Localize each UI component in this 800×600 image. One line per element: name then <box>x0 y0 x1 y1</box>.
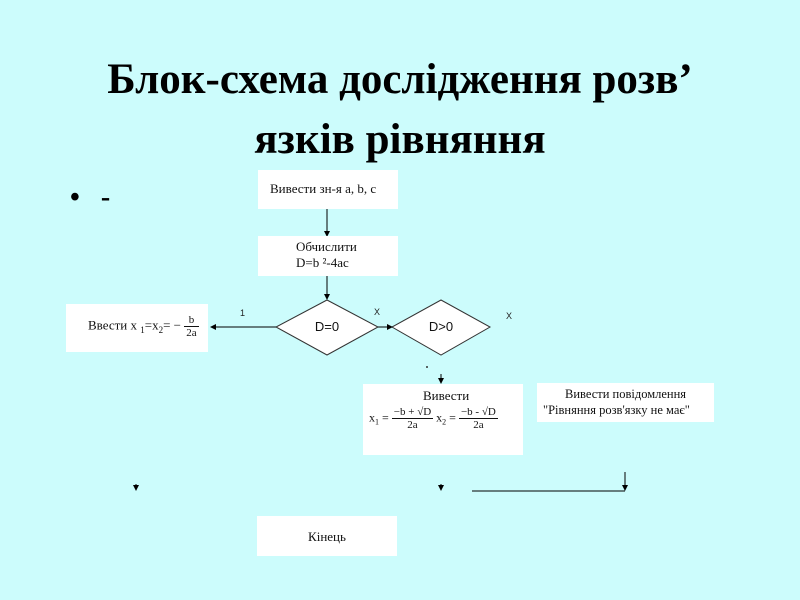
two-roots-formulas: x1 = −b + √D 2a x2 = −b - √D 2a <box>369 406 498 431</box>
decision-d-greater-0-label: D>0 <box>428 319 454 334</box>
no-roots-message-box: Вивести повідомлення "Рівняння розв'язку… <box>537 383 714 422</box>
two-roots-title: Вивести <box>423 388 470 403</box>
bullet-item: • - <box>70 183 110 213</box>
branch-label-yes: 1 <box>240 308 246 318</box>
x2-sub: 2 <box>442 417 447 427</box>
single-root-denominator: 2a <box>186 327 197 339</box>
dot-marker-1 <box>426 366 428 368</box>
bullet-text: - <box>100 182 111 213</box>
x1-denominator: 2a <box>407 419 418 431</box>
end-box-text: Кінець <box>308 529 346 544</box>
input-values-box: Вивести зн-я a, b, c <box>258 170 398 209</box>
two-roots-box: Вивести x1 = −b + √D 2a x2 = −b - √D 2a <box>363 384 523 455</box>
x1-sub: 1 <box>375 417 379 427</box>
x1-fraction: −b + √D 2a <box>391 406 434 431</box>
single-root-mid: =x <box>144 317 159 333</box>
decision-d-equals-0-label: D=0 <box>314 319 340 334</box>
x2-denominator: 2a <box>473 419 484 431</box>
single-root-sub1: 1 <box>140 325 145 336</box>
single-root-fraction: b 2a <box>184 314 199 339</box>
x2-label: x <box>436 410 443 425</box>
input-values-text: Вивести зн-я a, b, c <box>270 181 377 196</box>
branch-label-no-2: Х <box>506 311 513 321</box>
no-roots-line-2: "Рівняння розв'язку не має" <box>543 403 690 417</box>
compute-discriminant-box: Обчислити D=b ²-4ac <box>258 236 398 276</box>
x1-numerator: −b + √D <box>391 406 434 419</box>
title-line-2: язків рівняння <box>254 116 546 163</box>
slide-title: Блок-схема дослідження розв’ язків рівня… <box>40 50 760 170</box>
single-root-numerator: b <box>184 314 199 327</box>
no-roots-line-1: Вивести повідомлення <box>565 387 687 401</box>
compute-line-2: D=b ²-4ac <box>296 255 349 270</box>
single-root-prefix: Ввести x <box>88 317 137 333</box>
compute-line-1: Обчислити <box>296 239 357 254</box>
title-line-1: Блок-схема дослідження розв’ <box>107 56 693 103</box>
bullet-dot: • <box>70 182 101 213</box>
x2-fraction: −b - √D 2a <box>458 406 498 431</box>
end-box: Кінець <box>257 516 397 556</box>
branch-label-no-1: Х <box>374 307 381 317</box>
single-root-sub2: 2 <box>158 325 164 336</box>
single-root-box: Ввести x 1=x2= − b 2a <box>66 304 208 352</box>
x2-numerator: −b - √D <box>458 406 498 419</box>
x1-label: x <box>369 410 375 425</box>
single-root-eq: = − <box>163 317 182 333</box>
